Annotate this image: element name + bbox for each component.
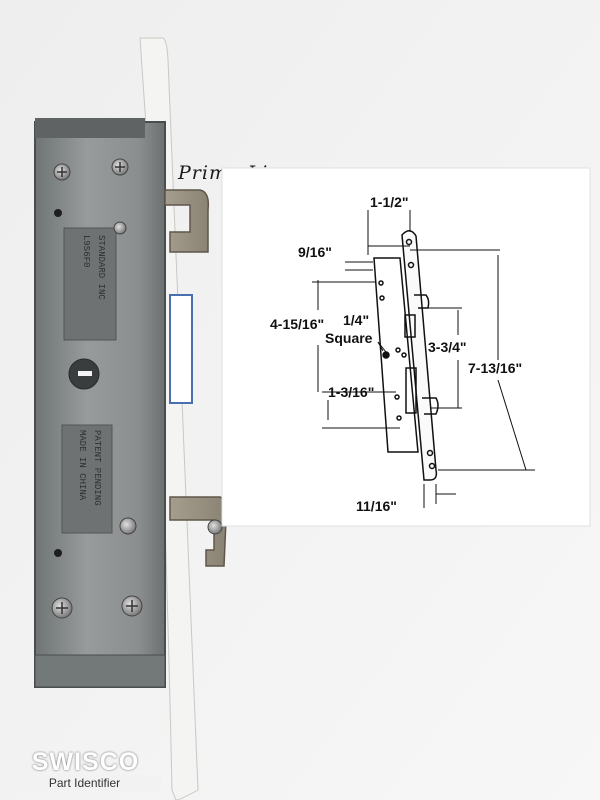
lock-body-top-plate xyxy=(35,118,145,138)
stamp-lower-line-2: PATENT PENDING xyxy=(92,430,102,506)
label-lower-span: 1-3/16" xyxy=(328,384,374,400)
upper-hook xyxy=(164,189,210,253)
keyhole-icon xyxy=(68,358,100,390)
screw-icon xyxy=(119,517,137,535)
label-offset: 9/16" xyxy=(298,244,332,260)
screw-icon xyxy=(111,158,129,176)
screw-icon xyxy=(53,163,71,181)
dimension-lines xyxy=(312,210,535,508)
stamp-upper-line-2: STANDARD INC xyxy=(96,235,106,300)
screw-icon xyxy=(121,595,143,617)
label-square-word: Square xyxy=(325,330,373,346)
screw-icon xyxy=(113,221,127,235)
hole-icon xyxy=(54,549,62,557)
faceplate-diagram xyxy=(373,230,439,481)
hole-icon xyxy=(54,209,62,217)
label-hook-span: 3-3/4" xyxy=(428,339,467,355)
stamp-plate-lower xyxy=(61,424,113,534)
label-upper-span: 4-15/16" xyxy=(270,316,324,332)
swisco-watermark: SWISCO Part Identifier xyxy=(8,748,163,792)
stamp-lower-line-1: MADE IN CHINA xyxy=(77,430,87,501)
lock-body-bottom-rail xyxy=(34,654,166,688)
stamp-plate-upper xyxy=(63,227,117,341)
screw-icon xyxy=(207,519,223,535)
label-top-width: 1-1/2" xyxy=(370,194,409,210)
label-faceplate-width: 11/16" xyxy=(356,498,397,514)
brand-name: SWISCO xyxy=(31,748,140,776)
stamp-upper-line-1: L9S6F0 xyxy=(81,235,91,267)
label-overall-length: 7-13/16" xyxy=(468,360,522,376)
screw-icon xyxy=(51,597,73,619)
faceplate-label xyxy=(169,294,193,404)
brand-subtitle: Part Identifier xyxy=(8,775,161,791)
label-square-size: 1/4" xyxy=(343,312,369,328)
